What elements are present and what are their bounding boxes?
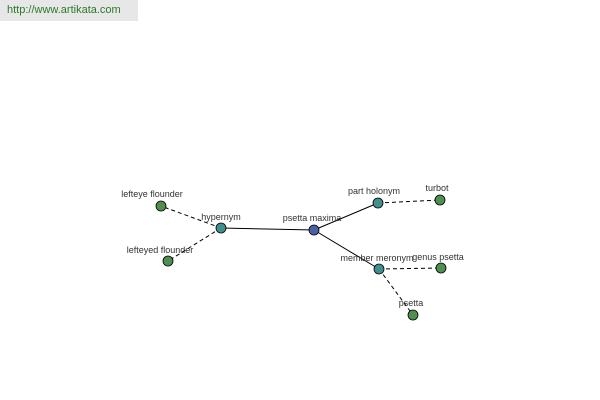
edge-center-to-hypernym [220, 227, 315, 231]
node-marker[interactable] [372, 197, 384, 209]
node-marker[interactable] [434, 194, 446, 206]
node-marker[interactable] [373, 263, 385, 275]
node-label[interactable]: lefteye flounder [121, 189, 183, 199]
node-label[interactable]: hypernym [201, 212, 241, 222]
node-marker[interactable] [162, 255, 174, 267]
node-label[interactable]: member meronym [340, 253, 413, 263]
node-label[interactable]: turbot [425, 183, 449, 193]
edge-hypernym-to-lefteyed-flounder [167, 227, 222, 262]
node-label[interactable]: psetta [399, 298, 424, 308]
edge-part-holonym-to-turbot [377, 199, 441, 204]
node-lefteyed-flounder[interactable]: lefteyed flounder [127, 245, 194, 267]
edge-center-to-part-holonym [313, 202, 379, 231]
node-turbot[interactable]: turbot [425, 183, 449, 206]
node-label[interactable]: part holonym [348, 186, 400, 196]
node-center[interactable]: psetta maxima [283, 213, 342, 236]
node-marker[interactable] [308, 224, 320, 236]
node-label[interactable]: lefteyed flounder [127, 245, 194, 255]
node-lefteye-flounder[interactable]: lefteye flounder [121, 189, 183, 212]
node-label[interactable]: genus psetta [412, 252, 464, 262]
edge-center-to-member-meronym [313, 229, 380, 270]
node-marker[interactable] [407, 309, 419, 321]
node-member-meronym[interactable]: member meronym [340, 253, 414, 275]
node-marker[interactable] [155, 200, 167, 212]
node-marker[interactable] [435, 262, 447, 274]
edge-member-meronym-to-psetta [378, 268, 414, 316]
edge-hypernym-to-lefteye-flounder [160, 205, 222, 229]
node-psetta[interactable]: psetta [399, 298, 424, 321]
node-part-holonym[interactable]: part holonym [348, 186, 400, 209]
node-hypernym[interactable]: hypernym [201, 212, 241, 234]
node-genus-psetta[interactable]: genus psetta [412, 252, 464, 274]
graph-edges [160, 199, 442, 316]
node-marker[interactable] [215, 222, 227, 234]
graph-nodes: psetta maxima hypernym part holonym member … [121, 183, 464, 321]
edge-member-meronym-to-genus-psetta [378, 267, 442, 270]
node-label[interactable]: psetta maxima [283, 213, 342, 223]
site-url-link[interactable]: http://www.artikata.com [0, 0, 138, 21]
